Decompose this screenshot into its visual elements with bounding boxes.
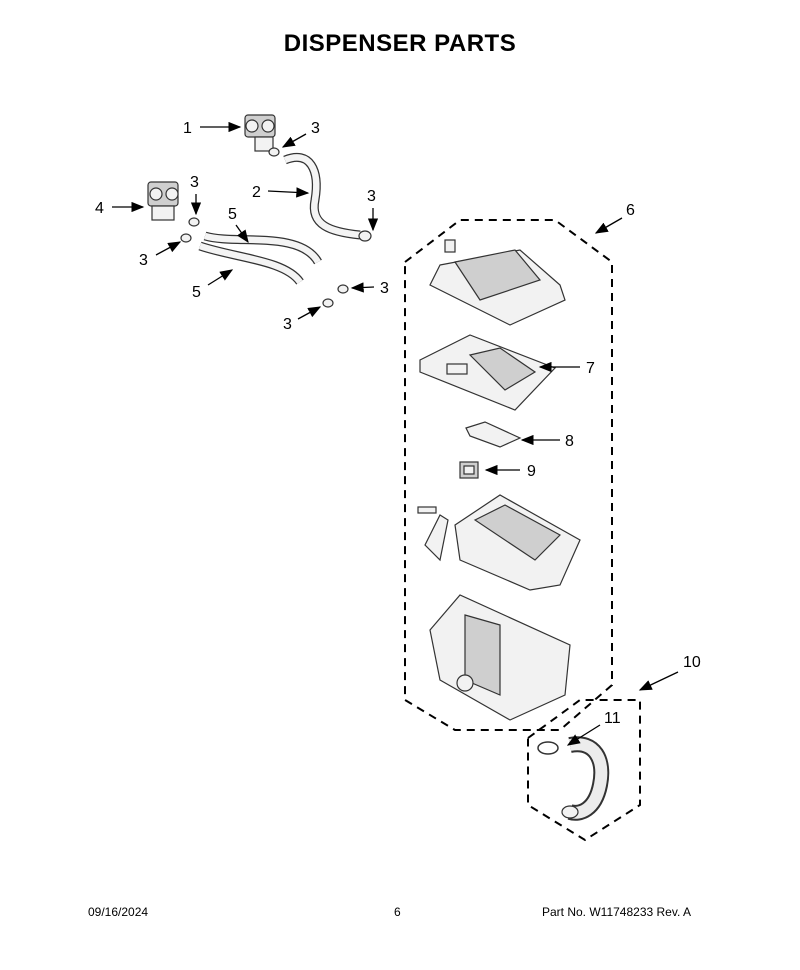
svg-text:1: 1 [183,120,192,137]
svg-text:9: 9 [527,463,536,480]
callout-6: 6 [594,202,635,234]
svg-text:3: 3 [311,120,320,137]
callout-10: 10 [638,654,701,691]
svg-text:3: 3 [190,174,199,191]
water-valve-4 [147,181,179,221]
callout-1: 1 [183,120,242,137]
callout-5-b: 5 [192,269,234,301]
hose-clamp-c [188,217,200,227]
callout-3-a: 3 [281,120,320,148]
callout-5-a: 5 [228,206,249,244]
callout-3-f: 3 [283,306,322,333]
dispenser-lower-housing [429,594,571,721]
svg-text:10: 10 [683,654,701,671]
hose-clamp-f [322,298,334,308]
dispenser-part-9 [459,461,479,479]
dispenser-tray-7 [419,334,557,411]
dispenser-part-8 [465,421,522,448]
footer-page-number: 6 [394,905,401,919]
svg-text:3: 3 [380,280,389,297]
callout-3-c: 3 [190,174,202,216]
svg-text:7: 7 [586,360,595,377]
page-title: DISPENSER PARTS [283,30,517,57]
callout-7: 7 [538,360,595,377]
svg-text:5: 5 [192,284,201,301]
callout-11: 11 [566,710,621,746]
callout-2: 2 [252,184,310,201]
svg-text:4: 4 [95,200,104,217]
callout-8: 8 [520,433,574,450]
dispenser-top-cover [429,239,566,326]
hose-clamp-e [337,284,349,294]
dispenser-bellows [561,736,610,821]
svg-text:3: 3 [283,316,292,333]
svg-text:3: 3 [139,252,148,269]
dispenser-assembly-6-outline [404,219,613,731]
callout-3-b: 3 [367,188,379,232]
svg-text:5: 5 [228,206,237,223]
svg-text:11: 11 [604,710,621,727]
callout-9: 9 [484,463,536,480]
bellows-clamp-11 [537,741,559,755]
footer-date: 09/16/2024 [88,905,149,919]
water-valve-1 [244,114,276,152]
callout-3-e: 3 [350,280,389,297]
svg-text:8: 8 [565,433,574,450]
svg-text:3: 3 [367,188,376,205]
svg-text:6: 6 [626,202,635,219]
footer-part-number: Part No. W11748233 Rev. A [542,905,691,919]
dispenser-drawer-housing [417,494,581,591]
callout-3-d: 3 [139,241,182,269]
svg-text:2: 2 [252,184,261,201]
callout-4: 4 [95,200,145,217]
hose-clamp-a [268,147,280,157]
hose-clamp-d [180,233,192,243]
bellows-assembly-10-outline [527,699,641,842]
inlet-hose-2 [283,153,372,242]
inlet-hoses-5 [198,231,322,285]
